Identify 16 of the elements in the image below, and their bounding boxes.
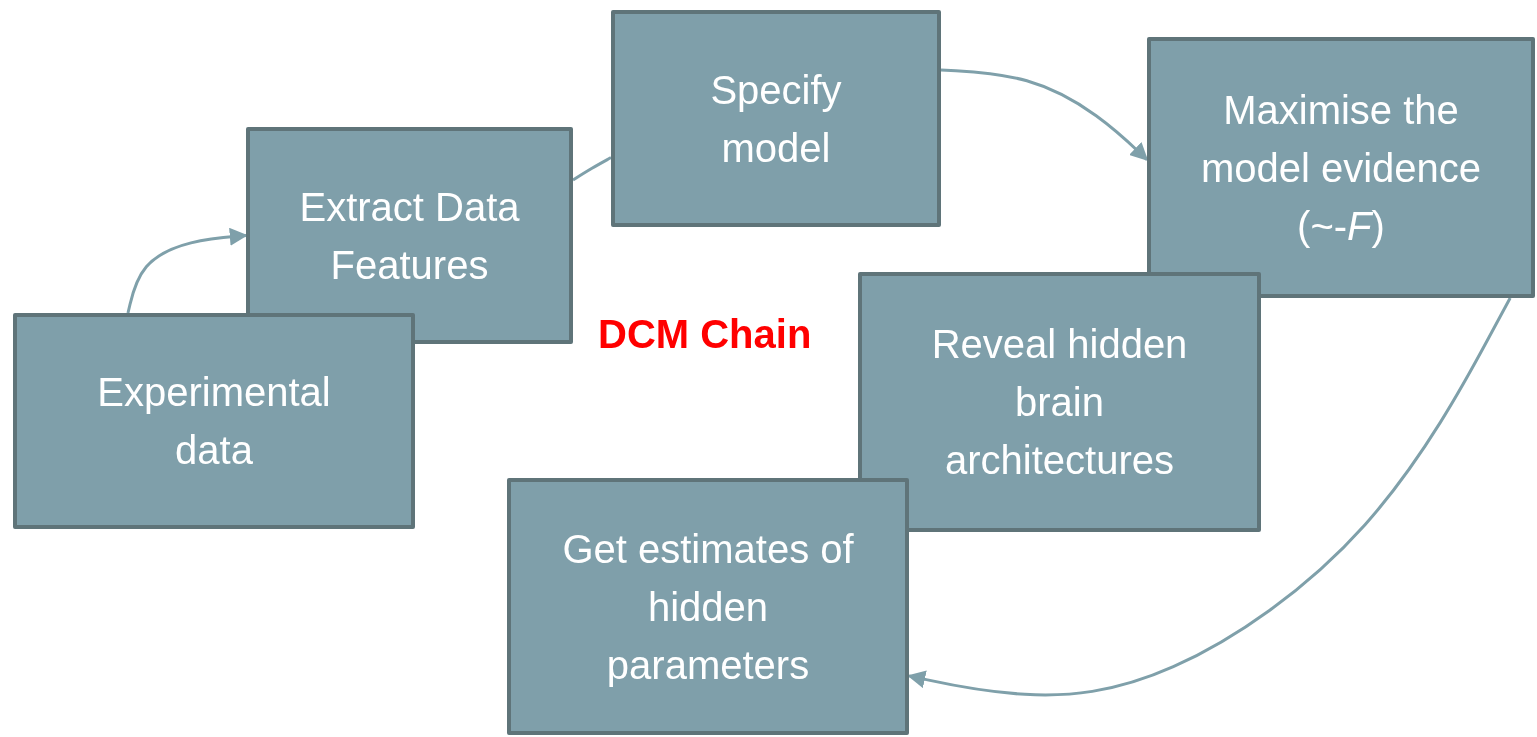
process-box: [13, 313, 415, 529]
curved-arrow: [126, 227, 248, 314]
process-box: [858, 272, 1261, 532]
diagram-heading: DCM Chain: [598, 312, 812, 357]
box-label: Experimental data: [96, 369, 332, 474]
box-label: Reveal hidden brain architectures: [930, 321, 1189, 484]
box-label: Maximise the model evidence (~-F): [1199, 86, 1483, 250]
process-box: [507, 478, 909, 735]
box-label: Extract Data Features: [298, 183, 521, 289]
box-label: Get estimates of hidden parameters: [561, 525, 855, 689]
process-box: [1147, 37, 1535, 298]
process-box: [246, 127, 573, 344]
process-box: [611, 10, 941, 227]
curved-arrow: [940, 68, 1149, 161]
box-label: Specify model: [709, 66, 843, 172]
connector-line: [572, 156, 612, 182]
